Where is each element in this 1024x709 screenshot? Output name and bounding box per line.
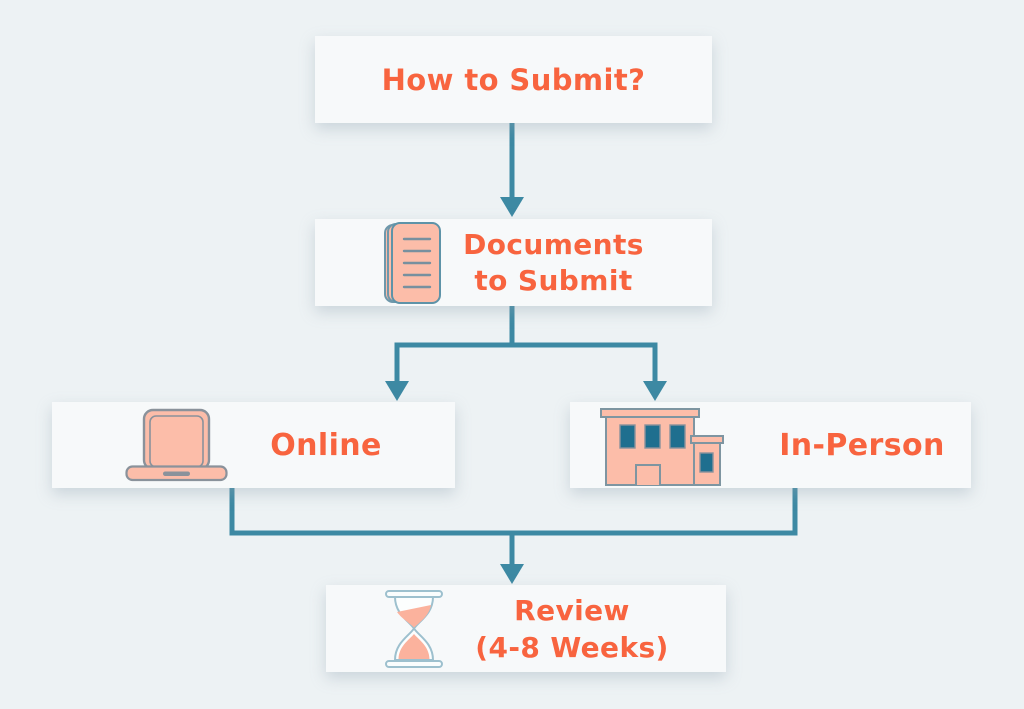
node-review-label-line1: Review — [514, 593, 630, 627]
node-documents-label-line2: to Submit — [474, 263, 633, 297]
node-online: Online — [52, 402, 455, 488]
node-documents-label: Documents to Submit — [463, 227, 644, 299]
node-documents-to-submit: Documents to Submit — [315, 219, 712, 306]
arrowhead-to-in-person — [643, 381, 667, 401]
node-review: Review (4-8 Weeks) — [326, 585, 726, 672]
node-review-label-line2: (4-8 Weeks) — [475, 630, 669, 664]
arrowhead-to-documents — [500, 197, 524, 217]
node-in-person-label: In-Person — [779, 427, 945, 463]
node-review-label: Review (4-8 Weeks) — [475, 592, 668, 666]
arrowhead-to-review — [500, 564, 524, 584]
edge-branch — [394, 342, 658, 383]
laptop-icon — [125, 408, 228, 482]
node-how-to-submit-label: How to Submit? — [381, 62, 646, 97]
node-online-label: Online — [270, 427, 382, 463]
node-in-person: In-Person — [570, 402, 971, 488]
building-icon — [600, 408, 725, 486]
document-icon — [384, 221, 442, 304]
node-how-to-submit: How to Submit? — [315, 36, 712, 123]
arrowhead-to-online — [385, 381, 409, 401]
edge-merge — [229, 488, 798, 536]
hourglass-icon — [385, 589, 444, 668]
node-documents-label-line1: Documents — [463, 227, 644, 261]
